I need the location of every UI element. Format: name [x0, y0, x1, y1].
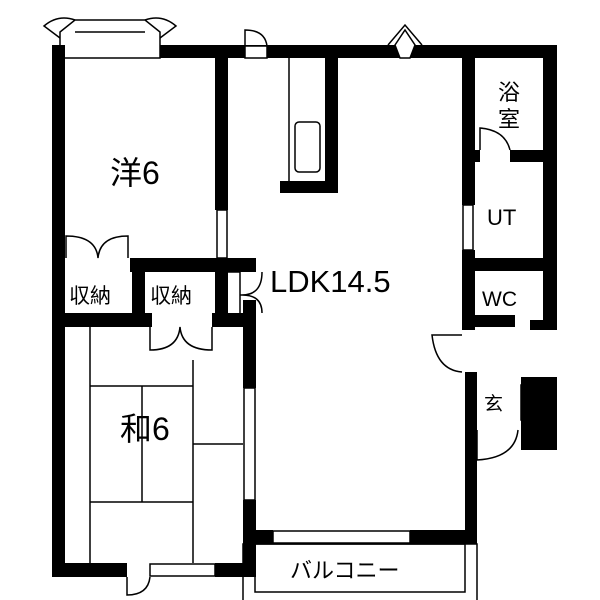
- room-label-toilet: WC: [482, 288, 517, 311]
- room-label-ldk: LDK14.5: [270, 264, 391, 299]
- room-label-entrance: 玄: [484, 393, 503, 415]
- bath-label-text: 浴室: [498, 80, 520, 132]
- balcony: [242, 543, 478, 600]
- room-label-japanese: 和6: [120, 411, 170, 447]
- room-label-storage-left: 収納: [69, 285, 111, 308]
- room-label-balcony: バルコニー: [290, 558, 400, 583]
- room-label-bath: 浴室: [498, 80, 520, 132]
- walls: [52, 45, 557, 577]
- tatami-mats: [89, 327, 243, 563]
- room-label-utility: UT: [487, 205, 516, 230]
- room-label-storage-right: 収納: [150, 285, 192, 308]
- room-label-western: 洋6: [110, 155, 160, 191]
- openings: [65, 23, 544, 596]
